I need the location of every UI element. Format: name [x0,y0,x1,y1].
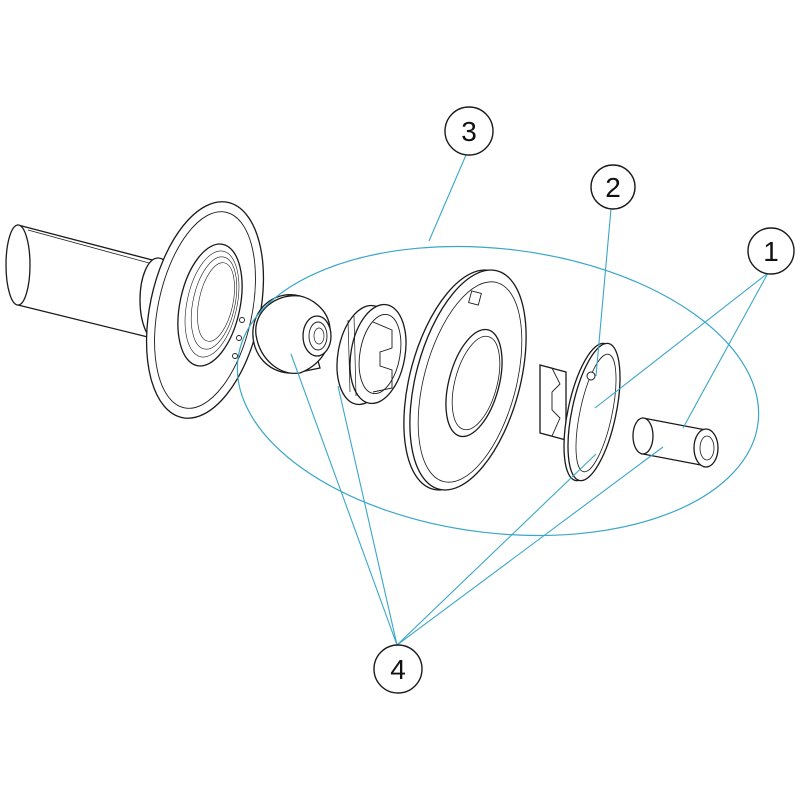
bracket-clip [540,339,630,485]
callout-3-label: 3 [461,116,477,147]
callout-2-label: 2 [605,172,621,203]
cover-plate [383,257,548,502]
plug-tool [633,418,718,467]
set-outline-ellipse [236,245,760,537]
eyeball-sphere [253,295,331,374]
wall-fitting-body [6,191,282,429]
threaded-adapter [330,300,414,409]
callout-4-label: 4 [390,654,406,685]
callout-2: 2 [590,164,636,210]
callout-1: 1 [747,227,795,275]
callout-4: 4 [373,644,423,694]
callout-1-label: 1 [763,236,779,267]
callout-3: 3 [444,106,494,156]
leader-lines [290,154,769,646]
